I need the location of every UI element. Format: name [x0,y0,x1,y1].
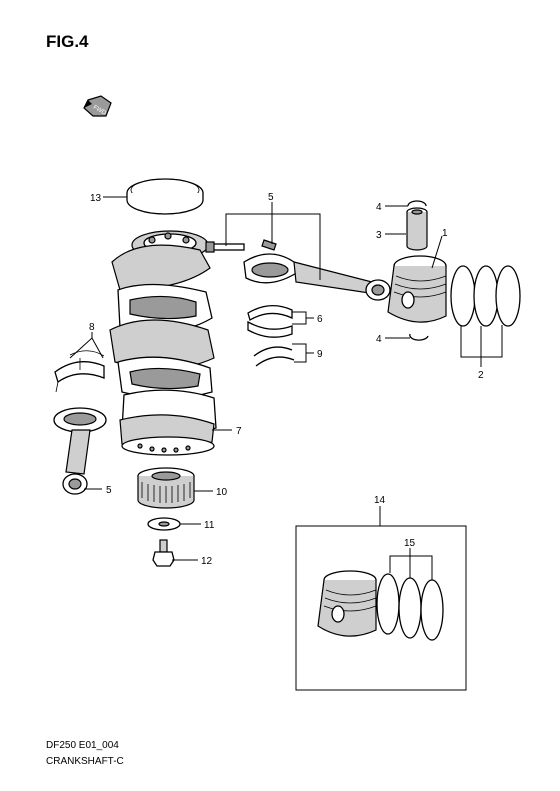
washer-11 [147,517,181,531]
callout-10: 10 [216,487,228,498]
bearing-halves-6 [247,305,293,338]
leader-lines [69,196,503,580]
piston-rings-2 [450,265,521,327]
callout-4-bottom: 4 [376,334,382,345]
circlip-4-top [407,200,427,207]
crank-gear-10 [137,467,195,509]
callout-4-top: 4 [376,202,382,213]
callout-3: 3 [376,230,382,241]
callout-11: 11 [204,520,215,531]
piston-set-box-14 [295,525,467,691]
piston-pin-3 [406,207,428,251]
crankshaft-7 [109,230,217,456]
connecting-rod-left-5 [53,407,107,495]
piston-set-14 [317,570,377,637]
thrust-washers-9 [253,346,295,367]
callout-7: 7 [236,426,242,437]
callout-15: 15 [404,538,416,549]
circlip-4-bottom [409,333,429,341]
seal-ring-13 [126,178,204,215]
connecting-rod-5 [205,239,391,301]
callout-6: 6 [317,314,323,325]
callout-13: 13 [90,193,102,204]
section-name: CRANKSHAFT-C [46,756,124,767]
callout-14: 14 [374,495,386,506]
callout-12: 12 [201,556,213,567]
callout-1: 1 [442,228,448,239]
fwd-arrow-icon: FWD [83,95,112,117]
piston-rings-15 [376,573,444,641]
figure-title: FIG.4 [46,32,89,51]
bolt-12 [152,539,175,567]
bearing-halves-left-8 [54,350,105,393]
callout-8: 8 [89,322,95,333]
callout-5-top: 5 [268,192,274,203]
callout-5-bottom: 5 [106,485,112,496]
callout-9: 9 [317,349,323,360]
model-code: DF250 E01_004 [46,740,119,751]
callout-2: 2 [478,370,484,381]
piston-1 [387,255,447,323]
